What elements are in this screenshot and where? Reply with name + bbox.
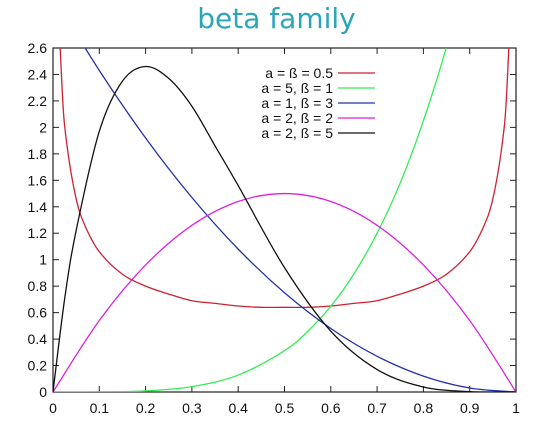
y-tick-label: 1 xyxy=(39,252,47,268)
y-tick-label: 1.6 xyxy=(28,172,48,188)
series-line-2 xyxy=(53,48,447,392)
legend-label-1: a = ß = 0.5 xyxy=(265,65,333,81)
series-group xyxy=(53,48,516,392)
x-tick-label: 0.4 xyxy=(228,400,248,416)
y-tick-label: 1.2 xyxy=(28,225,48,241)
y-tick-label: 0 xyxy=(39,384,47,400)
x-tick-label: 0.7 xyxy=(367,400,387,416)
y-tick-label: 2.6 xyxy=(28,40,48,56)
legend-label-5: a = 2, ß = 5 xyxy=(261,125,333,141)
y-tick-label: 0.2 xyxy=(28,358,48,374)
series-line-1 xyxy=(59,48,510,309)
y-tick-label: 1.4 xyxy=(28,199,48,215)
series-line-4 xyxy=(53,192,516,392)
y-tick-label: 0.8 xyxy=(28,278,48,294)
x-tick-label: 0.8 xyxy=(414,400,434,416)
x-tick-label: 0 xyxy=(49,400,57,416)
x-tick-label: 0.9 xyxy=(460,400,480,416)
y-tick-label: 0.4 xyxy=(28,331,48,347)
x-tick-label: 0.2 xyxy=(136,400,156,416)
series-line-5 xyxy=(53,65,516,392)
y-tick-label: 2.4 xyxy=(28,66,48,82)
x-tick-label: 0.5 xyxy=(275,400,295,416)
series-line-3 xyxy=(84,48,516,392)
y-tick-label: 1.8 xyxy=(28,146,48,162)
y-tick-label: 2.2 xyxy=(28,93,48,109)
y-tick-label: 0.6 xyxy=(28,305,48,321)
x-tick-label: 1 xyxy=(512,400,520,416)
chart-title: beta family xyxy=(197,2,356,35)
x-tick-label: 0.6 xyxy=(321,400,341,416)
legend-label-4: a = 2, ß = 2 xyxy=(261,110,333,126)
legend-label-3: a = 1, ß = 3 xyxy=(261,95,333,111)
y-tick-label: 2 xyxy=(39,119,47,135)
x-tick-label: 0.3 xyxy=(182,400,202,416)
legend-label-2: a = 5, ß = 1 xyxy=(261,80,333,96)
x-tick-label: 0.1 xyxy=(90,400,110,416)
